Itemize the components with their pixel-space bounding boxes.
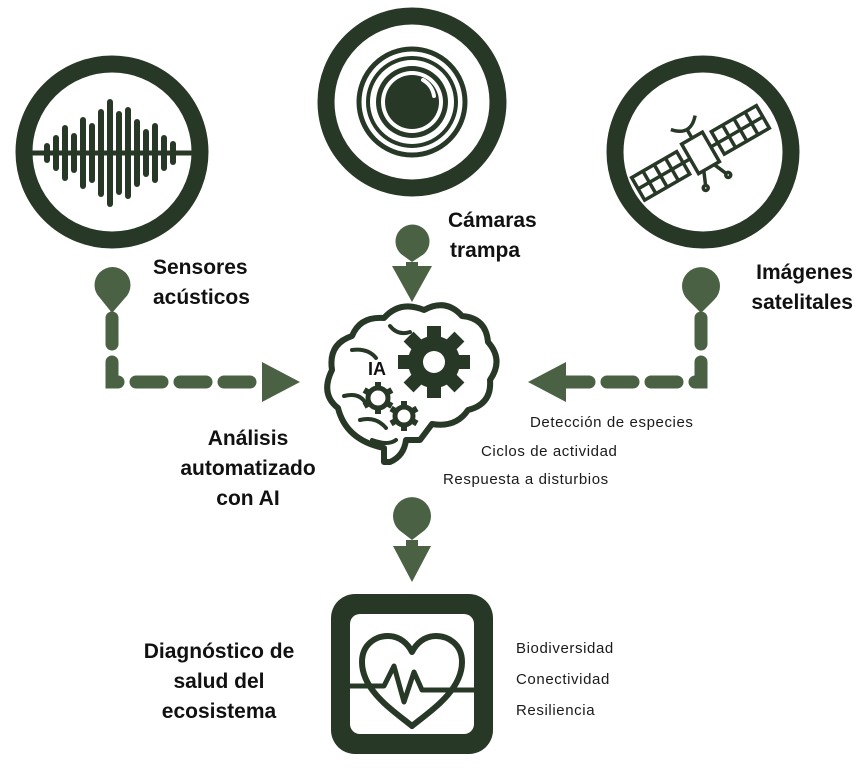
ia-badge: IA xyxy=(368,359,386,379)
diagnosis-metric-2: Conectividad xyxy=(516,671,610,688)
diagnosis-node xyxy=(331,594,493,754)
analysis-connector xyxy=(393,540,431,582)
diagnosis-label-line3: ecosistema xyxy=(161,700,277,723)
analysis-output-2: Ciclos de actividad xyxy=(481,443,618,460)
camera-trap-label: Cámaras trampa xyxy=(448,206,537,266)
analysis-label-line3: con AI xyxy=(216,487,280,510)
satellite-pin-icon xyxy=(682,267,720,313)
satellite-label-line1: Imágenes xyxy=(756,261,853,284)
heart-pulse-icon xyxy=(347,633,477,729)
satellite-label-line2: satelitales xyxy=(751,291,853,314)
satellite-label: Imágenes satelitales xyxy=(720,258,853,318)
small-gear-icon-2 xyxy=(389,401,419,431)
satellite-icon xyxy=(629,103,772,203)
acoustic-label-line2: acústicos xyxy=(153,286,250,309)
camera-trap-node xyxy=(317,7,507,197)
satellite-connector xyxy=(528,311,708,402)
analysis-output-3: Respuesta a disturbios xyxy=(443,471,609,488)
acoustic-sensor-label: Sensores acústicos xyxy=(153,253,250,313)
camera-pin-icon xyxy=(395,224,430,262)
diagnosis-metric-1: Biodiversidad xyxy=(516,640,614,657)
analysis-pin-icon xyxy=(393,497,432,540)
diagnosis-label-line1: Diagnóstico de xyxy=(143,640,295,663)
diagnosis-metric-3: Resiliencia xyxy=(516,702,596,719)
camera-connector xyxy=(392,262,432,302)
diagnosis-label: Diagnóstico de salud del ecosistema xyxy=(128,637,310,727)
camera-label-line1: Cámaras xyxy=(448,209,537,232)
analysis-output-1: Detección de especies xyxy=(530,414,694,431)
camera-label-line2: trampa xyxy=(450,239,521,262)
analysis-label-line1: Análisis xyxy=(207,427,289,450)
satellite-node xyxy=(606,55,800,249)
analysis-label: Análisis automatizado con AI xyxy=(168,424,328,514)
large-gear-icon xyxy=(398,326,470,398)
acoustic-sensor-node xyxy=(15,55,209,249)
analysis-label-line2: automatizado xyxy=(180,457,316,480)
acoustic-connector xyxy=(105,311,300,402)
small-gear-icon xyxy=(362,382,394,414)
camera-lens-icon xyxy=(356,46,468,158)
soundwave-icon xyxy=(24,99,200,207)
acoustic-label-line1: Sensores xyxy=(153,256,248,279)
acoustic-pin-icon xyxy=(94,267,131,313)
brain-gear-icon: IA xyxy=(324,302,500,465)
diagnosis-label-line2: salud del xyxy=(173,670,265,693)
